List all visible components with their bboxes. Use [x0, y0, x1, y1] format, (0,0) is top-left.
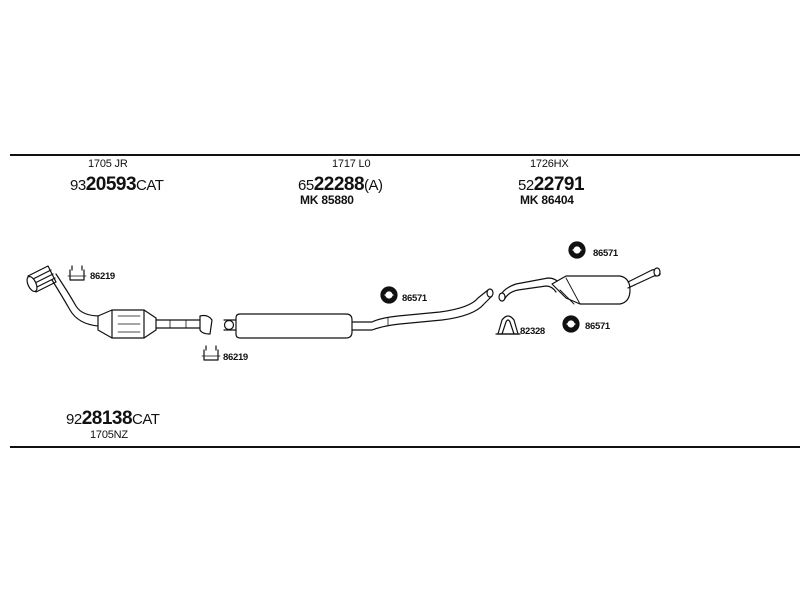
front-part-main: 20593	[85, 174, 137, 195]
rear-mk-label: MK 86404	[520, 193, 574, 207]
front-code-label: 1705 JR	[88, 158, 128, 170]
front-part-number: 9320593CAT	[70, 174, 164, 196]
middle-part-main: 22288	[313, 174, 365, 195]
top-rule	[10, 154, 800, 156]
hanger-middle-ref: 86571	[402, 293, 427, 304]
middle-code-label: 1717 L0	[332, 158, 371, 170]
rear-part-prefix: 52	[518, 177, 534, 194]
middle-silencer	[223, 288, 494, 339]
hanger-rear-top-icon	[568, 241, 586, 259]
rear-silencer	[498, 267, 661, 305]
hanger-rear-bottom-ref: 86571	[585, 321, 610, 332]
bottom-part-number: 9228138CAT	[66, 408, 160, 430]
front-part-prefix: 93	[70, 177, 86, 194]
clamp-bottom-icon	[201, 345, 221, 361]
middle-part-number: 6522288(A)	[298, 174, 383, 196]
bottom-part-main: 28138	[81, 408, 133, 429]
clamp-bottom-ref: 86219	[223, 352, 248, 363]
rear-code-label: 1726HX	[530, 158, 569, 170]
middle-part-suffix: (A)	[364, 177, 383, 194]
bottom-part-prefix: 92	[66, 411, 82, 428]
hanger-rear-top-ref: 86571	[593, 248, 618, 259]
hanger-rear-bottom-icon	[562, 315, 580, 333]
bottom-part-suffix: CAT	[132, 411, 160, 428]
rear-part-main: 22791	[533, 174, 585, 195]
clamp-top-ref: 86219	[90, 271, 115, 282]
clamp-top-icon	[67, 265, 87, 281]
bracket-rear-icon	[495, 315, 521, 335]
rear-part-number: 5222791	[518, 174, 585, 196]
middle-part-prefix: 65	[298, 177, 314, 194]
middle-mk-label: MK 85880	[300, 193, 354, 207]
bottom-code-label: 1705NZ	[90, 429, 128, 441]
front-part-suffix: CAT	[136, 177, 164, 194]
hanger-middle-icon	[380, 286, 398, 304]
bottom-rule	[10, 446, 800, 448]
bracket-rear-ref: 82328	[520, 326, 545, 337]
front-pipe-catalyst	[26, 265, 213, 339]
